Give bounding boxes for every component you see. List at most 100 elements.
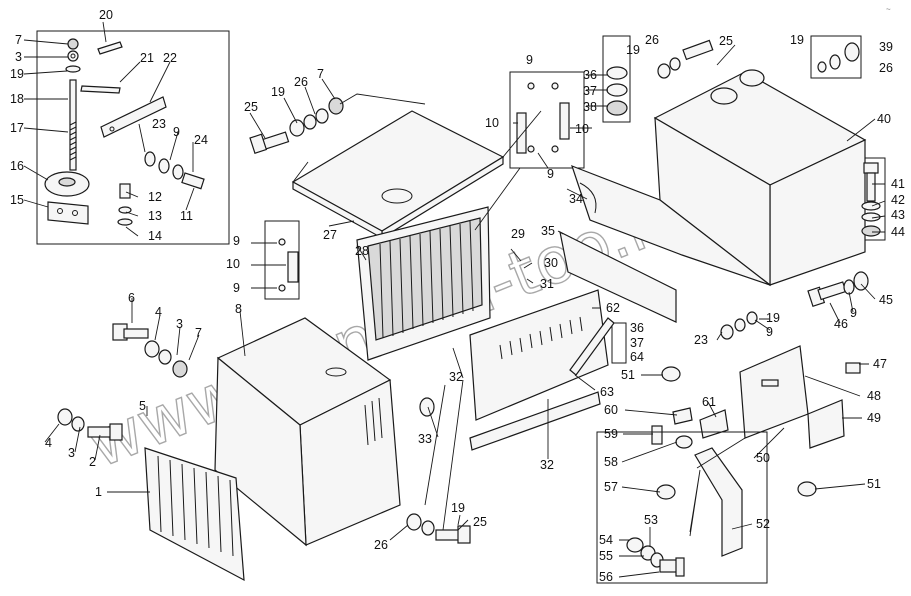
callout-40: 40 bbox=[877, 112, 891, 126]
callout-12: 12 bbox=[148, 190, 162, 204]
callout-1: 1 bbox=[95, 485, 102, 499]
callout-49: 49 bbox=[867, 411, 881, 425]
callout-9: 9 bbox=[766, 325, 773, 339]
callout-50: 50 bbox=[756, 451, 770, 465]
main-body-8 bbox=[214, 317, 401, 547]
callout-37: 37 bbox=[630, 336, 644, 350]
callout-36: 36 bbox=[583, 68, 597, 82]
box-body-40 bbox=[653, 69, 867, 287]
bolt-group-2 bbox=[57, 408, 123, 441]
callout-44: 44 bbox=[891, 225, 905, 239]
callout-27: 27 bbox=[323, 228, 337, 242]
top-cover-bolt-group bbox=[249, 97, 344, 154]
callout-26: 26 bbox=[294, 75, 308, 89]
bolt-group-6 bbox=[112, 323, 188, 378]
callout-51: 51 bbox=[621, 368, 635, 382]
callout-25: 25 bbox=[719, 34, 733, 48]
bolt-group-25-right bbox=[657, 39, 714, 79]
front-panel-62 bbox=[469, 289, 609, 421]
callout-30: 30 bbox=[544, 256, 558, 270]
callout-2: 2 bbox=[89, 455, 96, 469]
callout-52: 52 bbox=[756, 517, 770, 531]
callout-57: 57 bbox=[604, 480, 618, 494]
callout-22: 22 bbox=[163, 51, 177, 65]
callout-3: 3 bbox=[68, 446, 75, 460]
callout-10: 10 bbox=[575, 122, 589, 136]
callout-17: 17 bbox=[10, 121, 24, 135]
callout-61: 61 bbox=[702, 395, 716, 409]
callout-19: 19 bbox=[626, 43, 640, 57]
small-parts-58-61 bbox=[651, 407, 729, 449]
callout-34: 34 bbox=[569, 192, 583, 206]
callout-38: 38 bbox=[583, 100, 597, 114]
callout-11: 11 bbox=[180, 209, 193, 223]
callout-26: 26 bbox=[645, 33, 659, 47]
callout-54: 54 bbox=[599, 533, 613, 547]
callout-47: 47 bbox=[873, 357, 887, 371]
callout-9: 9 bbox=[173, 125, 180, 139]
callout-31: 31 bbox=[540, 277, 554, 291]
callout-37: 37 bbox=[583, 84, 597, 98]
inset-frame-hinges bbox=[509, 71, 585, 169]
bracket-48 bbox=[739, 345, 809, 439]
callout-32: 32 bbox=[540, 458, 554, 472]
callout-41: 41 bbox=[891, 177, 905, 191]
latch-33 bbox=[419, 397, 435, 417]
callout-14: 14 bbox=[148, 229, 162, 243]
callout-25: 25 bbox=[244, 100, 258, 114]
strip-32 bbox=[469, 391, 601, 451]
nut-set-36-38 bbox=[606, 66, 628, 116]
inset-frame-hinge-parts bbox=[596, 431, 768, 584]
bolt-group-25-bottom bbox=[406, 513, 471, 544]
callout-9: 9 bbox=[850, 306, 857, 320]
callout-63: 63 bbox=[600, 385, 614, 399]
callout-25: 25 bbox=[473, 515, 487, 529]
corner-mark: ~ bbox=[886, 5, 891, 14]
bolt-47 bbox=[845, 362, 861, 374]
callout-32: 32 bbox=[449, 370, 463, 384]
callout-56: 56 bbox=[599, 570, 613, 584]
callout-58: 58 bbox=[604, 455, 618, 469]
callout-26: 26 bbox=[879, 61, 893, 75]
callout-5: 5 bbox=[139, 399, 146, 413]
callout-62: 62 bbox=[606, 301, 620, 315]
bolt-group-56 bbox=[626, 537, 685, 577]
top-cover-27 bbox=[291, 110, 505, 240]
callout-19: 19 bbox=[271, 85, 285, 99]
callout-55: 55 bbox=[599, 549, 613, 563]
callout-46: 46 bbox=[834, 317, 848, 331]
callout-labels: 20 7 3 19 18 21 22 17 23 9 24 16 12 13 1… bbox=[10, 8, 905, 584]
callout-64: 64 bbox=[630, 350, 644, 364]
callout-33: 33 bbox=[418, 432, 432, 446]
callout-51: 51 bbox=[867, 477, 881, 491]
callout-39: 39 bbox=[879, 40, 893, 54]
side-panel-34 bbox=[571, 164, 771, 286]
callout-7: 7 bbox=[15, 33, 22, 47]
callout-9: 9 bbox=[233, 234, 240, 248]
hinge-bracket-52 bbox=[694, 447, 743, 557]
callout-3: 3 bbox=[176, 317, 183, 331]
inset-frame-36-38 bbox=[602, 35, 631, 123]
mount-assembly bbox=[44, 38, 205, 226]
callout-35: 35 bbox=[541, 224, 555, 238]
inset-frame-hinge-left bbox=[264, 220, 300, 300]
callout-43: 43 bbox=[891, 208, 905, 222]
callout-4: 4 bbox=[155, 305, 162, 319]
inset-41-44-parts bbox=[861, 162, 881, 237]
callout-24: 24 bbox=[194, 133, 208, 147]
callout-19: 19 bbox=[10, 67, 24, 81]
callout-29: 29 bbox=[511, 227, 525, 241]
grille-1 bbox=[144, 447, 245, 582]
inset-39-parts bbox=[817, 42, 860, 73]
callout-60: 60 bbox=[604, 403, 618, 417]
callout-3: 3 bbox=[15, 50, 22, 64]
hinge-set-left bbox=[278, 238, 299, 292]
callout-7: 7 bbox=[195, 326, 202, 340]
washer-group-23-right bbox=[720, 311, 758, 340]
callout-19: 19 bbox=[790, 33, 804, 47]
inset-frame-mount bbox=[36, 30, 230, 245]
callout-36: 36 bbox=[630, 321, 644, 335]
callout-9: 9 bbox=[526, 53, 533, 67]
